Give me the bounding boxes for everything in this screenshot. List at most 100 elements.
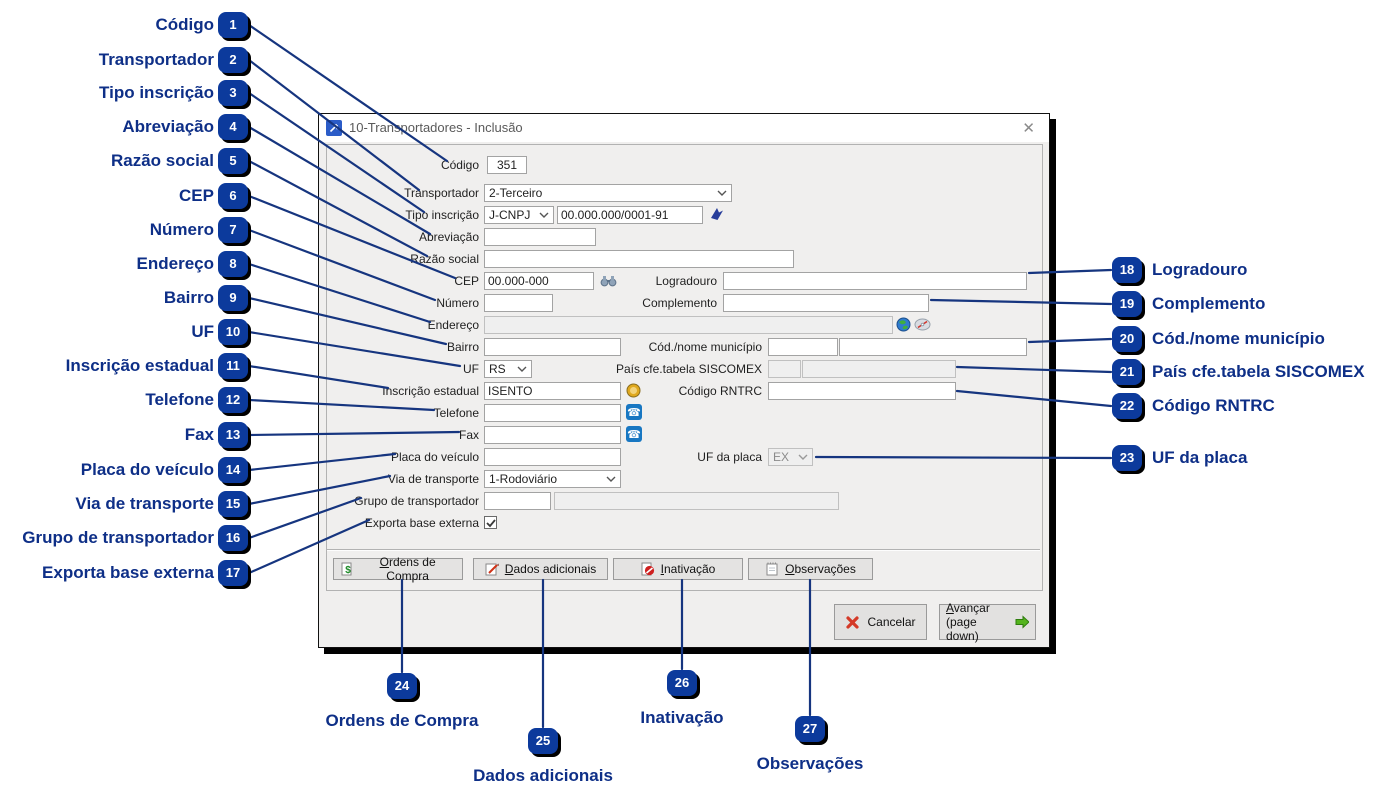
receita-federal-icon[interactable] [709, 206, 725, 222]
phone-icon[interactable]: ☎ [626, 404, 642, 420]
close-icon[interactable]: ✕ [1022, 120, 1035, 137]
inscricao-estadual-label: Inscrição estadual [382, 384, 479, 398]
callout-badge-7: 7 [218, 217, 248, 243]
callout-badge-10: 10 [218, 319, 248, 345]
cancelar-button[interactable]: Cancelar [834, 604, 927, 640]
uf-select[interactable]: RS [484, 360, 532, 378]
svg-text:$: $ [345, 565, 351, 576]
abreviacao-input[interactable] [484, 228, 596, 246]
dialog-title: 10-Transportadores - Inclusão [349, 120, 523, 135]
cep-label: CEP [454, 274, 479, 288]
numero-input[interactable] [484, 294, 553, 312]
inscricao-estadual-input[interactable] [484, 382, 621, 400]
ordens-de-compra-button[interactable]: $ Ordens de Compra [333, 555, 463, 583]
callout-badge-24: 24 [387, 673, 417, 699]
dados-adicionais-button[interactable]: Dados adicionais [473, 558, 608, 580]
map-globe-icon[interactable] [896, 317, 911, 332]
callout-label-3: Tipo inscrição [99, 83, 214, 102]
uf-label: UF [463, 362, 479, 376]
codigo-rntrc-input[interactable] [768, 382, 956, 400]
callout-label-9: Bairro [163, 288, 214, 307]
callout-badge-17: 17 [218, 560, 248, 586]
chevron-down-icon [517, 366, 527, 372]
callout-badge-25: 25 [528, 728, 558, 754]
pais-siscomex-codigo-input [768, 360, 801, 378]
tipo-inscricao-select[interactable]: J-CNPJ [484, 206, 554, 224]
callout-label-10: UF [191, 322, 214, 341]
chevron-down-icon [798, 454, 808, 460]
endereco-label: Endereço [427, 318, 479, 332]
purchase-order-icon: $ [341, 562, 352, 576]
logradouro-input[interactable] [723, 272, 1027, 290]
endereco-input [484, 316, 893, 334]
callout-badge-6: 6 [218, 183, 248, 209]
callout-label-4: Abreviação [122, 117, 214, 136]
inativacao-button[interactable]: Inativação [613, 558, 743, 580]
callout-label-15: Via de transporte [75, 494, 214, 513]
complemento-label: Complemento [642, 296, 717, 310]
fax-label: Fax [458, 428, 479, 442]
razao-social-input[interactable] [484, 250, 794, 268]
avancar-button-label: Avançar (page down) [946, 601, 990, 643]
via-transporte-select[interactable]: 1-Rodoviário [484, 470, 621, 488]
callout-label-23: UF da placa [1152, 448, 1248, 467]
callout-badge-13: 13 [218, 422, 248, 448]
municipio-codigo-input[interactable] [768, 338, 838, 356]
callout-badge-21: 21 [1112, 359, 1142, 385]
codigo-label: Código [440, 158, 479, 172]
callout-label-6: CEP [179, 186, 214, 205]
municipio-label: Cód./nome município [648, 340, 762, 354]
compass-icon[interactable] [914, 318, 931, 331]
cnpj-input[interactable] [557, 206, 703, 224]
complemento-input[interactable] [723, 294, 929, 312]
callout-badge-3: 3 [218, 80, 248, 106]
callout-label-27: Observações [756, 754, 864, 773]
callout-label-8: Endereço [136, 254, 214, 273]
sintegra-coin-icon[interactable] [626, 383, 641, 398]
grupo-transportador-label: Grupo de transportador [354, 494, 479, 508]
placa-veiculo-input[interactable] [484, 448, 621, 466]
callout-badge-18: 18 [1112, 257, 1142, 283]
codigo-rntrc-label: Código RNTRC [678, 384, 762, 398]
bairro-label: Bairro [446, 340, 479, 354]
callout-badge-27: 27 [795, 716, 825, 742]
callout-label-21: País cfe.tabela SISCOMEX [1152, 362, 1365, 381]
callout-label-25: Dados adicionais [473, 766, 613, 785]
avancar-button[interactable]: Avançar (page down) [939, 601, 1036, 643]
observacoes-button[interactable]: Observações [748, 558, 873, 580]
inactivate-icon [641, 562, 654, 576]
bairro-input[interactable] [484, 338, 621, 356]
callout-badge-19: 19 [1112, 291, 1142, 317]
cep-input[interactable] [484, 272, 594, 290]
callout-badge-23: 23 [1112, 445, 1142, 471]
pais-siscomex-nome-input [802, 360, 956, 378]
callout-badge-26: 26 [667, 670, 697, 696]
callout-badge-14: 14 [218, 457, 248, 483]
exporta-base-externa-label: Exporta base externa [364, 516, 479, 530]
exporta-base-externa-checkbox[interactable] [484, 516, 497, 529]
callout-badge-4: 4 [218, 114, 248, 140]
callout-label-12: Telefone [145, 390, 214, 409]
razao-social-label: Razão social [410, 252, 479, 266]
abreviacao-label: Abreviação [418, 230, 479, 244]
observacoes-button-label: Observações [785, 562, 856, 576]
cep-search-binoculars-icon[interactable] [600, 274, 617, 287]
callout-label-18: Logradouro [1152, 260, 1248, 279]
callout-label-2: Transportador [98, 50, 214, 69]
checkmark-icon [486, 519, 496, 528]
telefone-label: Telefone [433, 406, 479, 420]
codigo-input[interactable] [487, 156, 527, 174]
phone-icon[interactable]: ☎ [626, 426, 642, 442]
chevron-down-icon [539, 212, 549, 218]
callout-label-26: Inativação [640, 708, 724, 727]
grupo-transportador-codigo-input[interactable] [484, 492, 551, 510]
municipio-nome-input[interactable] [839, 338, 1027, 356]
fax-input[interactable] [484, 426, 621, 444]
forward-arrow-icon [1015, 615, 1029, 629]
transportador-select[interactable]: 2-Terceiro [484, 184, 732, 202]
separator-line [327, 549, 1040, 551]
telefone-input[interactable] [484, 404, 621, 422]
callout-badge-11: 11 [218, 353, 248, 379]
cancel-x-icon [846, 615, 860, 629]
